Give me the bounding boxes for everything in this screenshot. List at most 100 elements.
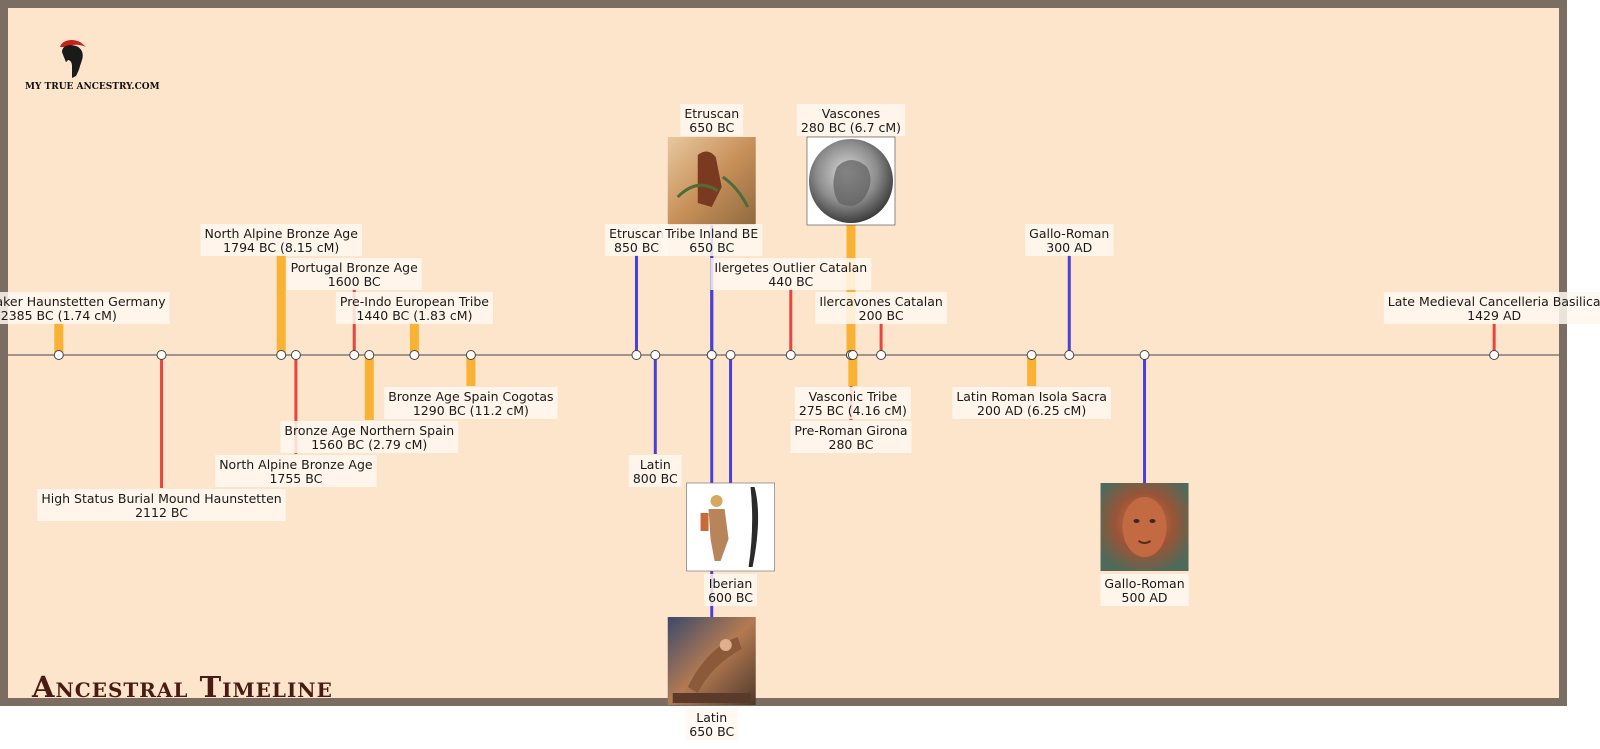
event-name: Pre-Roman Girona: [794, 423, 907, 438]
label-box: [796, 104, 906, 136]
label-box: [335, 292, 493, 324]
event-dot-gallo-roman-300[interactable]: [1064, 350, 1075, 360]
label-box: [815, 292, 947, 324]
event-dots: [53, 350, 1500, 360]
label-box: [0, 292, 170, 324]
label-box: [215, 455, 377, 487]
event-date: 1600 BC: [328, 274, 381, 289]
event-date: 1755 BC: [269, 471, 322, 486]
event-name: Iberian: [709, 576, 753, 591]
event-name: Vasconic Tribe: [809, 389, 898, 404]
event-date: 650 BC: [689, 240, 734, 255]
event-dot-latin-800[interactable]: [650, 350, 661, 360]
event-date: 1429 AD: [1467, 308, 1521, 323]
event-date: 300 AD: [1046, 240, 1092, 255]
event-dot-bronze-age-northern-spain-1560[interactable]: [364, 350, 375, 360]
event-dot-bronze-age-spain-cogotas-1290[interactable]: [465, 350, 476, 360]
label-box: [200, 224, 362, 256]
event-date: 850 BC: [614, 240, 659, 255]
label-box: [605, 224, 668, 256]
label-box: [952, 387, 1111, 419]
event-dot-ilercavones-catalan-200[interactable]: [876, 350, 887, 360]
event-dot-portugal-bronze-age-1600[interactable]: [349, 350, 360, 360]
event-date: 280 BC (6.7 cM): [801, 120, 901, 135]
label-box: [1025, 224, 1114, 256]
label-box: [704, 574, 758, 606]
event-name: Late Medieval Cancelleria Basilica: [1388, 294, 1600, 309]
event-date: 200 BC: [859, 308, 904, 323]
event-images: [667, 136, 1189, 705]
event-date: 650 BC: [689, 724, 734, 739]
event-date: 280 BC: [829, 437, 874, 452]
event-dot-north-alpine-bronze-age-1794[interactable]: [276, 350, 287, 360]
event-dot-bell-beaker-haunstetten-germany-2385[interactable]: [53, 350, 64, 360]
event-name: North Alpine Bronze Age: [219, 457, 373, 472]
event-name: Portugal Bronze Age: [291, 260, 418, 275]
event-name: Bronze Age Spain Cogotas: [388, 389, 553, 404]
event-name: North Alpine Bronze Age: [205, 226, 359, 241]
event-label-high-status-burial-mound-haunstetten-2112: High Status Burial Mound Haunstetten2112…: [37, 489, 286, 521]
label-box: [628, 455, 682, 487]
label-box: [685, 708, 739, 740]
event-date: 2112 BC: [135, 505, 188, 520]
etruscan-fresco-image: [667, 137, 756, 225]
event-dot-high-status-burial-mound-haunstetten-2112[interactable]: [156, 350, 167, 360]
event-dot-pre-indo-european-tribe-1440[interactable]: [409, 350, 420, 360]
event-date: 600 BC: [708, 590, 753, 605]
event-dot-etruscan-850[interactable]: [631, 350, 642, 360]
label-box: [286, 258, 422, 290]
event-name: Ilercavones Catalan: [819, 294, 942, 309]
frame-border: [0, 0, 1567, 706]
event-dot-north-alpine-bronze-age-1755[interactable]: [290, 350, 301, 360]
label-box: [710, 258, 872, 290]
iberian-warrior-image: [686, 482, 775, 572]
event-date: 1794 BC (8.15 cM): [223, 240, 339, 255]
gallo-roman-portrait-image: [1100, 483, 1189, 571]
event-name: Gallo-Roman: [1104, 576, 1184, 591]
event-dot-ilergetes-outlier-catalan-440[interactable]: [785, 350, 796, 360]
event-date: 1560 BC (2.79 cM): [311, 437, 427, 452]
event-date: 275 BC (4.16 cM): [799, 403, 907, 418]
label-box: [794, 387, 911, 419]
event-dot-late-medieval-cancelleria-basilica-1429[interactable]: [1489, 350, 1500, 360]
brand-logo: MY TRUE ANCESTRY.COM: [25, 39, 160, 92]
event-date: 800 BC: [633, 471, 678, 486]
event-date: 200 AD (6.25 cM): [977, 403, 1086, 418]
event-name: Latin: [640, 457, 671, 472]
event-dot-latin-roman-isola-sacra-200[interactable]: [1026, 350, 1037, 360]
event-date: 440 BC: [768, 274, 813, 289]
event-dot-latin-650[interactable]: [706, 350, 717, 360]
event-name: Ilergetes Outlier Catalan: [714, 260, 867, 275]
battle-painting-image: [667, 617, 756, 705]
event-date: 1440 BC (1.83 cM): [356, 308, 472, 323]
vascones-coin-image: [806, 136, 896, 226]
label-box: [1100, 574, 1189, 606]
chart-title: Ancestral Timeline: [31, 670, 333, 704]
event-dot-vasconic-tribe-275[interactable]: [847, 350, 858, 360]
event-dot-gallo-roman-500[interactable]: [1139, 350, 1150, 360]
event-name: Bell Beaker Haunstetten Germany: [0, 294, 166, 309]
event-name: Gallo-Roman: [1029, 226, 1109, 241]
label-box: [37, 489, 286, 521]
event-dot-iberian-600[interactable]: [725, 350, 736, 360]
